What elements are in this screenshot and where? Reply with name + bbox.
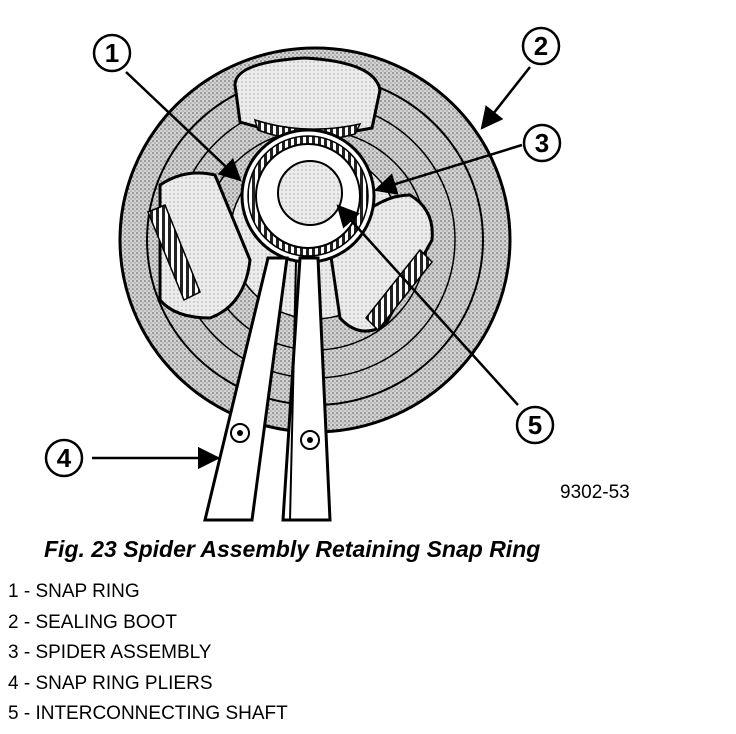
interconnecting-shaft bbox=[277, 160, 343, 226]
svg-text:1: 1 bbox=[105, 38, 119, 68]
callout-4: 4 bbox=[44, 438, 84, 478]
callout-2: 2 bbox=[521, 26, 561, 66]
diagram-illustration: 1 2 3 4 5 bbox=[44, 26, 562, 522]
legend-list: 1 - SNAP RING 2 - SEALING BOOT 3 - SPIDE… bbox=[8, 581, 288, 734]
callout-1: 1 bbox=[92, 33, 132, 73]
figure-code: 9302-53 bbox=[560, 482, 630, 503]
svg-text:5: 5 bbox=[528, 410, 542, 440]
svg-text:3: 3 bbox=[535, 128, 549, 158]
callout-5: 5 bbox=[515, 405, 555, 445]
snap-ring-pliers bbox=[203, 256, 332, 522]
legend-item: 4 - SNAP RING PLIERS bbox=[8, 672, 213, 694]
svg-text:4: 4 bbox=[57, 443, 72, 473]
leader-lines bbox=[92, 66, 531, 470]
legend-item: 5 - INTERCONNECTING SHAFT bbox=[8, 703, 288, 725]
legend-item: 2 - SEALING BOOT bbox=[8, 611, 177, 633]
legend-item: 3 - SPIDER ASSEMBLY bbox=[8, 642, 212, 664]
svg-text:2: 2 bbox=[534, 31, 548, 61]
figure-caption: Fig. 23 Spider Assembly Retaining Snap R… bbox=[44, 536, 541, 562]
callout-3: 3 bbox=[522, 123, 562, 163]
legend-item: 1 - SNAP RING bbox=[8, 581, 140, 602]
